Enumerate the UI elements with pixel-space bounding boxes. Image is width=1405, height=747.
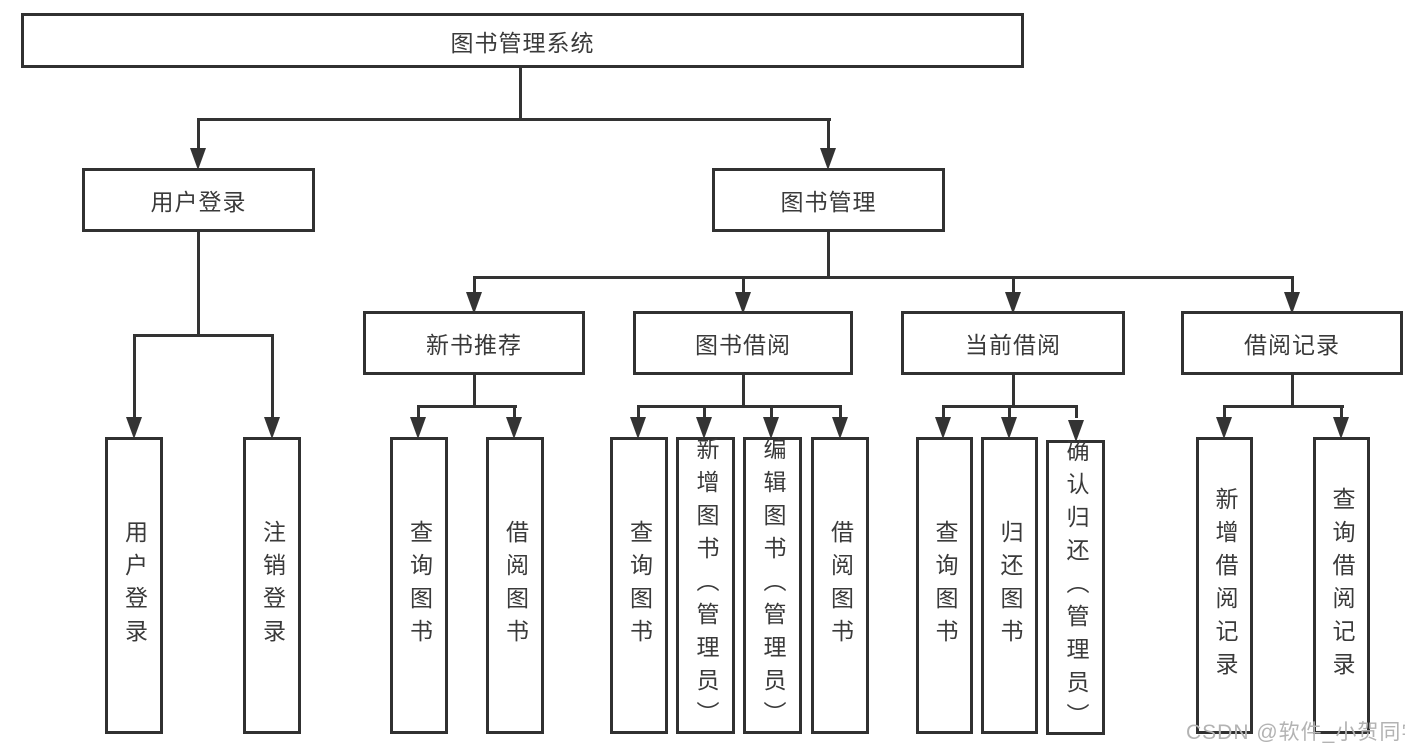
connector-stem bbox=[637, 405, 640, 418]
connector-level1-hline bbox=[197, 118, 831, 121]
arrowhead bbox=[832, 417, 848, 439]
connector-stem bbox=[197, 118, 200, 148]
node-book-borrow-label: 图书借阅 bbox=[695, 332, 791, 358]
arrowhead bbox=[820, 148, 836, 170]
connector-stem bbox=[473, 276, 476, 294]
arrowhead bbox=[264, 417, 280, 439]
leaf-add-borrow-record: 新增借阅记录 bbox=[1196, 437, 1253, 734]
leaf-query-book-current-label: 查询图书 bbox=[932, 519, 958, 652]
leaf-add-book-admin-label: 新增图书（管理员） bbox=[693, 437, 719, 734]
connector-stem bbox=[703, 405, 706, 418]
leaf-return-book: 归还图书 bbox=[981, 437, 1038, 734]
connector-stem bbox=[942, 405, 945, 418]
leaf-confirm-return-admin-label: 确认归还（管理员） bbox=[1063, 439, 1089, 736]
node-user-login: 用户登录 bbox=[82, 168, 315, 232]
arrowhead bbox=[735, 292, 751, 314]
leaf-logout: 注销登录 bbox=[243, 437, 301, 734]
connector-root-stem bbox=[519, 66, 522, 120]
connector-stem bbox=[742, 373, 745, 407]
connector-stem bbox=[133, 334, 136, 418]
arrowhead bbox=[126, 417, 142, 439]
leaf-query-book-recommend-label: 查询图书 bbox=[406, 519, 433, 652]
connector-stem bbox=[1291, 276, 1294, 294]
connector-level2-hline bbox=[473, 276, 1294, 279]
arrowhead bbox=[1333, 417, 1349, 439]
node-book-management: 图书管理 bbox=[712, 168, 945, 232]
leaf-add-book-admin: 新增图书（管理员） bbox=[676, 437, 735, 734]
arrowhead bbox=[1005, 292, 1021, 314]
node-root: 图书管理系统 bbox=[21, 13, 1024, 68]
connector-stem bbox=[1075, 405, 1078, 418]
arrowhead bbox=[190, 148, 206, 170]
node-borrow-record-label: 借阅记录 bbox=[1244, 332, 1340, 358]
arrowhead bbox=[466, 292, 482, 314]
node-current-borrow-label: 当前借阅 bbox=[965, 332, 1061, 358]
connector-stem bbox=[271, 334, 274, 418]
leaf-confirm-return-admin: 确认归还（管理员） bbox=[1046, 439, 1105, 736]
connector-stem bbox=[770, 405, 773, 418]
connector-user-login-stem bbox=[197, 230, 200, 336]
connector-stem bbox=[417, 405, 420, 418]
connector-stem bbox=[1012, 276, 1015, 294]
connector-stem bbox=[827, 118, 830, 148]
connector-stem bbox=[1012, 373, 1015, 407]
leaf-borrow-book-recommend-label: 借阅图书 bbox=[502, 519, 529, 652]
connector-stem bbox=[513, 405, 516, 418]
connector-stem bbox=[473, 373, 476, 407]
leaf-query-book-borrow: 查询图书 bbox=[610, 437, 668, 734]
leaf-query-borrow-record-label: 查询借阅记录 bbox=[1329, 486, 1355, 685]
connector-hline bbox=[1223, 405, 1344, 408]
leaf-user-login-label: 用户登录 bbox=[121, 519, 148, 652]
arrowhead bbox=[1216, 417, 1232, 439]
node-user-login-label: 用户登录 bbox=[150, 189, 247, 215]
leaf-query-book-current: 查询图书 bbox=[916, 437, 973, 734]
connector-hline bbox=[417, 405, 517, 408]
arrowhead bbox=[630, 417, 646, 439]
leaf-query-borrow-record: 查询借阅记录 bbox=[1313, 437, 1370, 734]
connector-stem bbox=[1291, 373, 1294, 407]
connector-stem bbox=[1008, 405, 1011, 418]
arrowhead bbox=[410, 417, 426, 439]
arrowhead bbox=[696, 417, 712, 439]
leaf-query-book-borrow-label: 查询图书 bbox=[626, 519, 653, 652]
connector-stem bbox=[839, 405, 842, 418]
leaf-query-book-recommend: 查询图书 bbox=[390, 437, 448, 734]
connector-user-login-hline bbox=[133, 334, 274, 337]
node-book-management-label: 图书管理 bbox=[780, 189, 877, 215]
leaf-logout-label: 注销登录 bbox=[259, 519, 286, 652]
connector-stem bbox=[1223, 405, 1226, 418]
arrowhead bbox=[763, 417, 779, 439]
arrowhead bbox=[1068, 420, 1084, 442]
leaf-add-borrow-record-label: 新增借阅记录 bbox=[1212, 486, 1238, 685]
leaf-borrow-book: 借阅图书 bbox=[811, 437, 869, 734]
leaf-borrow-book-label: 借阅图书 bbox=[827, 519, 854, 652]
leaf-user-login: 用户登录 bbox=[105, 437, 163, 734]
connector-stem bbox=[742, 276, 745, 294]
node-borrow-record: 借阅记录 bbox=[1181, 311, 1403, 375]
node-new-book-recommend: 新书推荐 bbox=[363, 311, 585, 375]
leaf-edit-book-admin-label: 编辑图书（管理员） bbox=[760, 437, 786, 734]
arrowhead bbox=[1284, 292, 1300, 314]
node-root-label: 图书管理系统 bbox=[450, 29, 595, 56]
watermark: CSDN @软件_小贺同学 bbox=[1186, 721, 1405, 744]
arrowhead bbox=[935, 417, 951, 439]
arrowhead bbox=[506, 417, 522, 439]
connector-book-mgmt-stem bbox=[827, 230, 830, 278]
node-new-book-recommend-label: 新书推荐 bbox=[426, 332, 522, 358]
node-current-borrow: 当前借阅 bbox=[901, 311, 1125, 375]
leaf-borrow-book-recommend: 借阅图书 bbox=[486, 437, 544, 734]
node-book-borrow: 图书借阅 bbox=[633, 311, 853, 375]
connector-stem bbox=[1340, 405, 1343, 418]
arrowhead bbox=[1001, 417, 1017, 439]
connector-hline bbox=[637, 405, 842, 408]
leaf-edit-book-admin: 编辑图书（管理员） bbox=[743, 437, 802, 734]
leaf-return-book-label: 归还图书 bbox=[997, 519, 1023, 652]
